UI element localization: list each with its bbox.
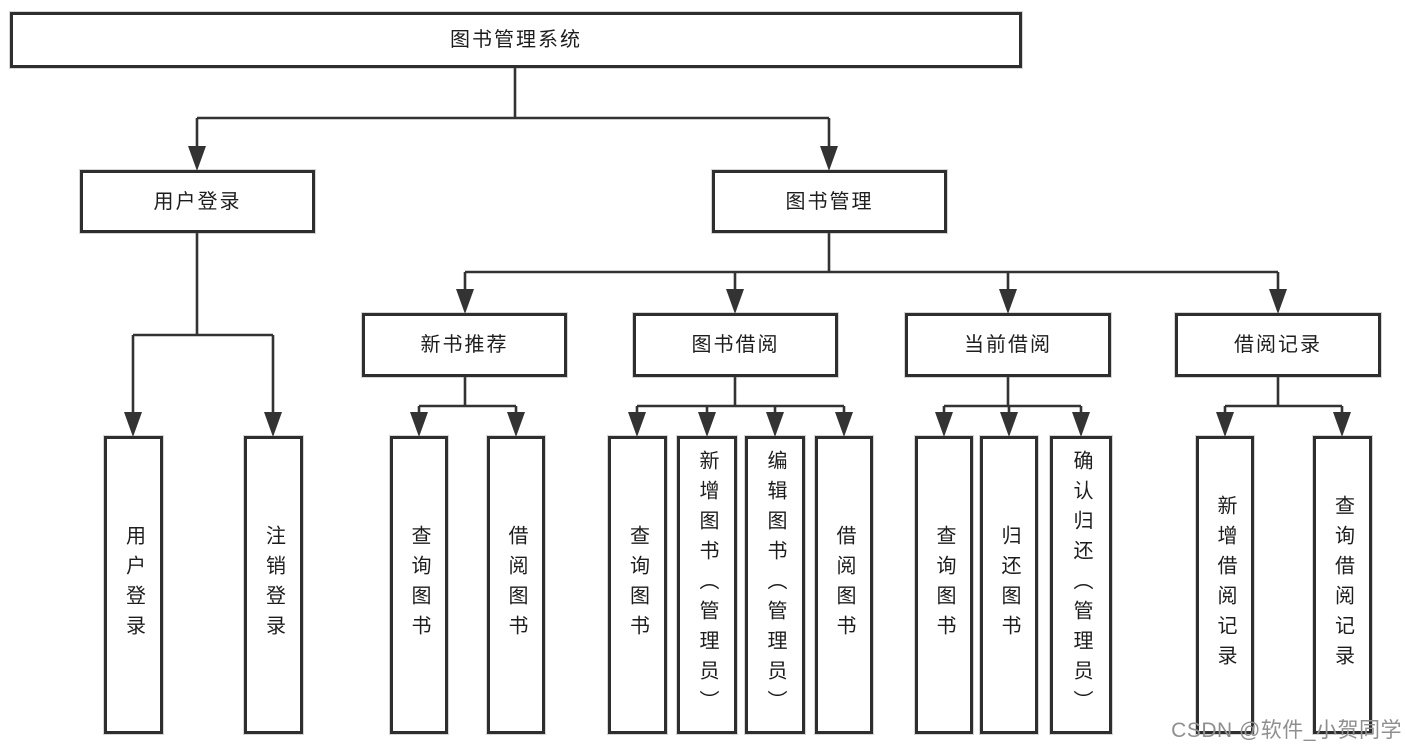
node-book-management: 图书管理: [712, 170, 947, 233]
leaf-query-borrow-record: 查询借阅记录: [1313, 436, 1372, 734]
leaf-borrow-books: 借阅图书: [487, 436, 545, 734]
node-label: 借阅记录: [1234, 334, 1322, 356]
connector-borrowing-records-to-leaves: [1216, 377, 1351, 437]
node-book-borrowing: 图书借阅: [633, 313, 838, 377]
leaf-edit-books-admin: 编辑图书（管理员）: [745, 436, 805, 734]
node-label: 图书管理系统: [450, 29, 582, 51]
node-new-book-recommend: 新书推荐: [362, 313, 567, 377]
node-label: 图书借阅: [691, 334, 780, 356]
node-label: 查询图书: [626, 525, 649, 645]
leaf-logout: 注销登录: [244, 436, 303, 734]
node-label: 用户登录: [122, 525, 145, 645]
node-label: 借阅图书: [505, 525, 527, 645]
connector-new-book-recommend-to-leaves: [410, 377, 525, 437]
node-borrowing-records: 借阅记录: [1175, 313, 1381, 377]
connector-root-to-level2: [188, 68, 838, 171]
csdn-watermark: CSDN @软件_小贺同学: [1171, 719, 1402, 742]
node-label: 新增图书（管理员）: [696, 450, 718, 720]
node-current-borrowing: 当前借阅: [905, 313, 1111, 377]
connector-user-login-to-leaves: [124, 233, 282, 437]
node-label: 用户登录: [153, 190, 242, 213]
node-label: 查询借阅记录: [1331, 495, 1354, 675]
leaf-return-books: 归还图书: [980, 436, 1038, 734]
node-label: 新增借阅记录: [1214, 495, 1236, 675]
node-label: 当前借阅: [964, 334, 1052, 356]
node-library-management-system: 图书管理系统: [10, 12, 1022, 68]
node-user-login-branch: 用户登录: [80, 170, 315, 233]
connector-current-borrowing-to-leaves: [935, 377, 1090, 437]
node-label: 新书推荐: [420, 334, 509, 356]
node-label: 借阅图书: [833, 525, 855, 645]
node-label: 归还图书: [998, 525, 1020, 645]
leaf-query-books: 查询图书: [390, 436, 448, 734]
connector-book-borrowing-to-leaves: [628, 377, 853, 437]
node-label: 确认归还（管理员）: [1070, 450, 1092, 720]
node-label: 查询图书: [933, 525, 955, 645]
node-label: 编辑图书（管理员）: [764, 450, 786, 720]
leaf-user-login: 用户登录: [104, 436, 163, 734]
node-label: 图书管理: [785, 190, 874, 213]
node-label: 注销登录: [262, 525, 285, 645]
leaf-add-borrow-record: 新增借阅记录: [1196, 436, 1254, 734]
node-label: 查询图书: [408, 525, 430, 645]
leaf-add-books-admin: 新增图书（管理员）: [677, 436, 737, 734]
leaf-query-books: 查询图书: [608, 436, 667, 734]
connector-book-mgmt-to-level3: [456, 233, 1287, 314]
leaf-borrow-books: 借阅图书: [815, 436, 873, 734]
leaf-confirm-return-admin: 确认归还（管理员）: [1050, 436, 1112, 734]
leaf-query-books: 查询图书: [915, 436, 973, 734]
